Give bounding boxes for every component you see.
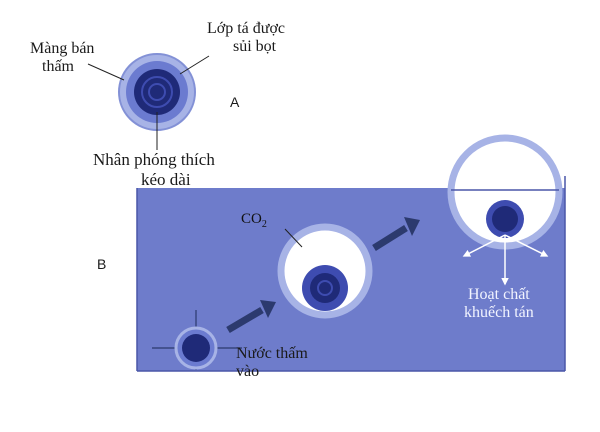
diffusion-arrow-left xyxy=(462,234,506,257)
diffusion-arrow-right xyxy=(504,234,549,257)
panel-label-a: A xyxy=(230,94,240,110)
stage-arrow-2-head xyxy=(404,217,420,236)
stage-arrow-1-shaft xyxy=(226,306,264,334)
label-line: Hoạt chất xyxy=(468,286,530,303)
label-effervescent-layer: Lớp tá được sủi bọt xyxy=(207,20,285,57)
core-ring-inner xyxy=(141,76,173,108)
stage-arrow-1-head xyxy=(260,300,276,318)
pointer-effervescent-layer xyxy=(179,55,210,75)
tablet-stage-2 xyxy=(277,223,373,319)
label-line: Nước thấm xyxy=(236,345,308,362)
panel-label-b: B xyxy=(97,256,107,272)
label-line: Nhân phóng thích xyxy=(93,150,215,169)
label-co2: CO2 xyxy=(241,211,267,231)
label-line: Màng bán xyxy=(30,40,95,57)
stage-arrow-2-shaft xyxy=(372,225,408,251)
label-line: Lớp tá được xyxy=(207,20,286,37)
tablet-cross-section-a xyxy=(87,53,210,150)
label-semi-permeable-membrane: Màng bán thấm xyxy=(30,40,94,77)
label-water-penetrates: Nước thấm vào xyxy=(236,345,308,382)
label-extended-release-core: Nhân phóng thích kéo dài xyxy=(93,150,215,189)
tablet-2-core xyxy=(310,273,340,303)
label-line: kéo dài xyxy=(141,169,191,189)
label-line: sủi bọt xyxy=(233,38,277,56)
label-line: thấm xyxy=(42,58,74,76)
tablet-stage-1 xyxy=(152,310,242,370)
label-line: khuếch tán xyxy=(464,304,534,322)
tablet-3-core xyxy=(492,206,518,232)
core-ring-center xyxy=(148,83,166,101)
label-line: vào xyxy=(236,363,260,381)
label-drug-diffuses: Hoạt chất khuếch tán xyxy=(464,286,534,323)
extended-release-core xyxy=(134,69,180,115)
tablet-1-core xyxy=(182,334,210,362)
co2-subscript: 2 xyxy=(261,219,267,230)
pointer-co2 xyxy=(284,228,303,248)
pointer-membrane xyxy=(87,63,125,81)
tablet-2-core-ring xyxy=(317,280,333,296)
tablet-stage-3 xyxy=(447,134,563,286)
co2-text: CO xyxy=(241,211,262,227)
